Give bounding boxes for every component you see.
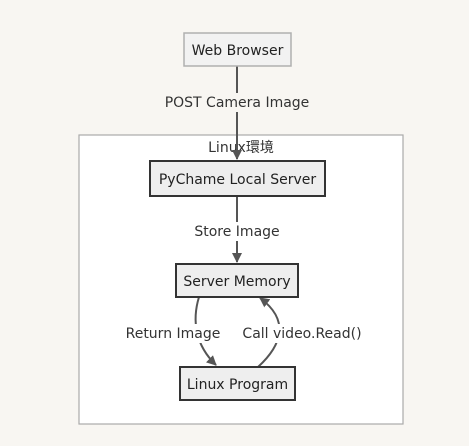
edge-label-bg [164, 93, 310, 112]
node-server-memory [175, 263, 299, 298]
node-server-memory-label: Server Memory [183, 274, 290, 290]
linux-env-label: Linux環境 [208, 140, 274, 156]
node-web-browser-label: Web Browser [192, 43, 284, 59]
node-local-server-label: PyChame Local Server [159, 172, 317, 188]
node-linux-program [179, 366, 296, 401]
node-local-server [149, 160, 326, 197]
edge-label-store-image: Store Image [194, 224, 279, 240]
edge-label-post-image: POST Camera Image [165, 95, 310, 111]
node-web-browser [183, 32, 292, 67]
edge-label-bg [123, 324, 223, 343]
edge-label-return-image: Return Image [126, 326, 221, 342]
edge-label-bg [238, 324, 366, 343]
edge-label-bg [191, 222, 283, 241]
node-linux-program-label: Linux Program [187, 377, 288, 393]
edge-label-call-read: Call video.Read() [242, 326, 361, 342]
